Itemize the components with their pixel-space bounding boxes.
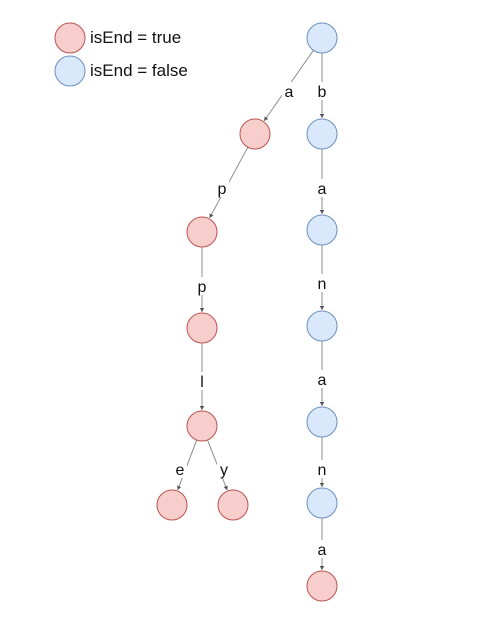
edge-line — [177, 439, 198, 491]
edge-label: l — [200, 374, 204, 391]
edge-root-b: b — [315, 53, 329, 118]
edge-label-background — [195, 277, 209, 295]
edge-label: a — [318, 542, 327, 559]
edge-ap-app: p — [195, 247, 209, 312]
legend-end-false-label: isEnd = false — [90, 61, 188, 80]
edge-label-background — [315, 460, 329, 478]
trie-node-b — [306, 118, 338, 150]
trie-node-root — [306, 22, 338, 54]
legend: isEnd = true isEnd = false — [54, 22, 188, 87]
arrowhead-icon — [319, 402, 325, 406]
arrowhead-icon — [319, 566, 325, 570]
edge-label: e — [176, 462, 185, 479]
arrowhead-icon — [209, 213, 214, 218]
edge-label-background — [215, 179, 229, 197]
trie-node-ba — [306, 214, 338, 246]
arrowhead-icon — [199, 406, 205, 410]
edge-label-background — [315, 540, 329, 558]
arrowhead-icon — [319, 483, 325, 487]
trie-node-appl — [186, 410, 218, 442]
arrowhead-icon — [223, 485, 228, 491]
edge-label-background — [315, 274, 329, 292]
trie-node-apply — [217, 489, 249, 521]
edge-label: y — [220, 462, 228, 479]
trie-node-banan — [306, 487, 338, 519]
edge-label-background — [282, 82, 296, 100]
edge-root-a: a — [263, 50, 314, 122]
legend-end-true-label: isEnd = true — [90, 28, 181, 47]
nodes-layer — [156, 22, 338, 602]
edge-b-ba: a — [315, 149, 329, 214]
edge-label: p — [218, 181, 227, 198]
edge-label: a — [285, 84, 294, 101]
trie-node-app — [186, 312, 218, 344]
edge-label: a — [318, 372, 327, 389]
trie-node-ban — [306, 310, 338, 342]
arrowhead-icon — [319, 306, 325, 310]
edges-layer: a p p l e y b a n a n a — [173, 50, 329, 570]
edge-app-appl: l — [195, 343, 209, 410]
legend-end-false-swatch — [54, 55, 86, 87]
legend-end-true-swatch — [54, 22, 86, 54]
edge-label-background — [195, 372, 209, 390]
edge-ba-ban: n — [315, 245, 329, 310]
edge-appl-apply: y — [207, 439, 231, 491]
edge-label-background — [217, 460, 231, 478]
edge-ban-bana: a — [315, 341, 329, 406]
arrowhead-icon — [319, 114, 325, 118]
edge-label: a — [318, 181, 327, 198]
arrowhead-icon — [264, 116, 269, 121]
edge-label: p — [198, 279, 207, 296]
edge-label-background — [315, 179, 329, 197]
trie-node-ap — [186, 216, 218, 248]
edge-label: b — [318, 84, 327, 101]
arrowhead-icon — [177, 485, 182, 491]
trie-node-bana — [306, 406, 338, 438]
edge-label-background — [315, 370, 329, 388]
edge-label: n — [318, 462, 327, 479]
arrowhead-icon — [319, 210, 325, 214]
edge-banan-banana: a — [315, 518, 329, 570]
edge-bana-banan: n — [315, 437, 329, 487]
edge-label-background — [315, 82, 329, 100]
edge-label-background — [173, 460, 187, 478]
edge-a-ap: p — [209, 146, 249, 219]
trie-node-apple — [156, 489, 188, 521]
edge-label: n — [318, 276, 327, 293]
edge-appl-apple: e — [173, 439, 198, 491]
trie-node-a — [239, 118, 271, 150]
trie-node-banana — [306, 570, 338, 602]
arrowhead-icon — [199, 308, 205, 312]
